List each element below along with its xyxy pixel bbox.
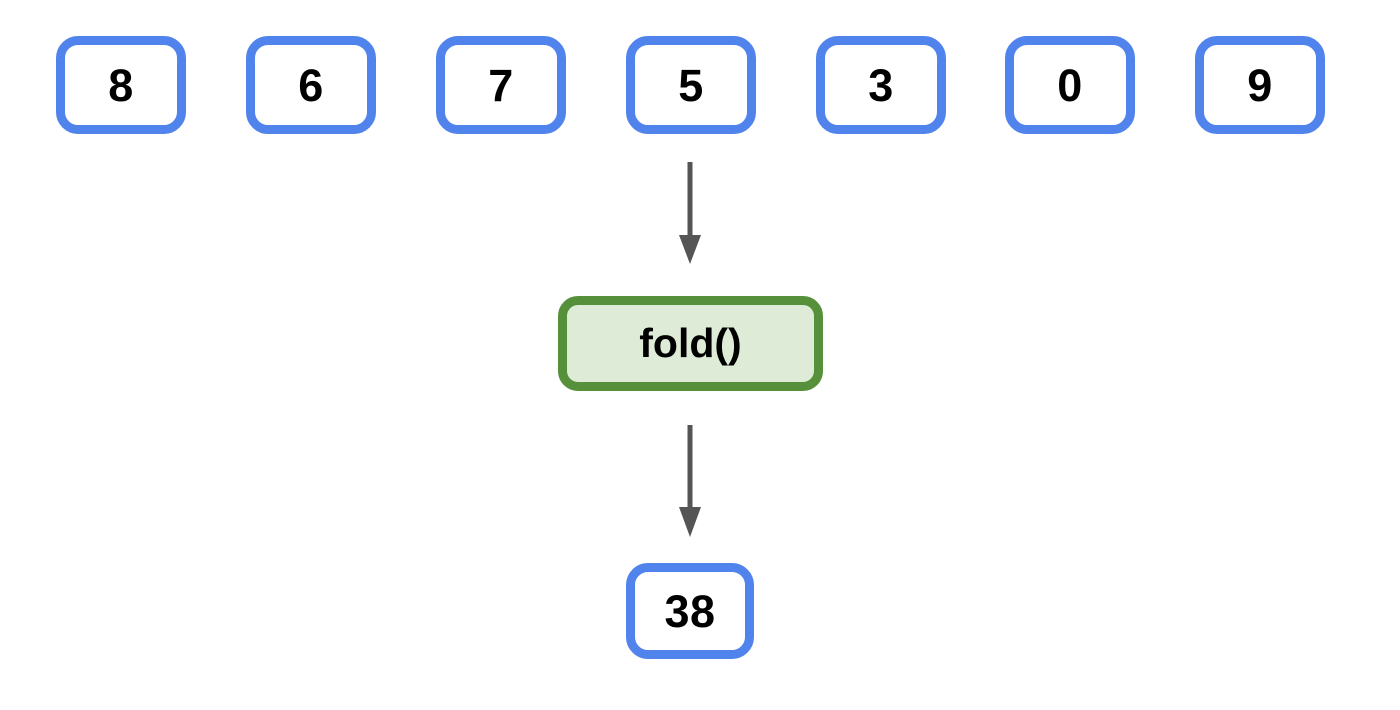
input-box-1[interactable]: 8 <box>56 36 186 134</box>
input-box-label: 5 <box>678 59 704 111</box>
arrow-fold-to-result <box>679 425 701 537</box>
fold-node-label: fold() <box>639 320 742 366</box>
input-box-label: 7 <box>488 59 514 111</box>
input-box-3[interactable]: 7 <box>436 36 566 134</box>
input-box-label: 3 <box>868 59 894 111</box>
input-box-4[interactable]: 5 <box>626 36 756 134</box>
input-box-2[interactable]: 6 <box>246 36 376 134</box>
input-box-5[interactable]: 3 <box>816 36 946 134</box>
input-box-label: 6 <box>298 59 324 111</box>
input-box-label: 8 <box>108 59 134 111</box>
input-box-label: 0 <box>1057 59 1083 111</box>
result-node[interactable]: 38 <box>626 563 754 659</box>
fold-node[interactable]: fold() <box>558 296 823 391</box>
arrow-inputs-to-fold <box>679 162 701 264</box>
result-node-label: 38 <box>664 585 716 637</box>
input-box-7[interactable]: 9 <box>1195 36 1325 134</box>
input-box-label: 9 <box>1247 59 1273 111</box>
input-box-6[interactable]: 0 <box>1005 36 1135 134</box>
